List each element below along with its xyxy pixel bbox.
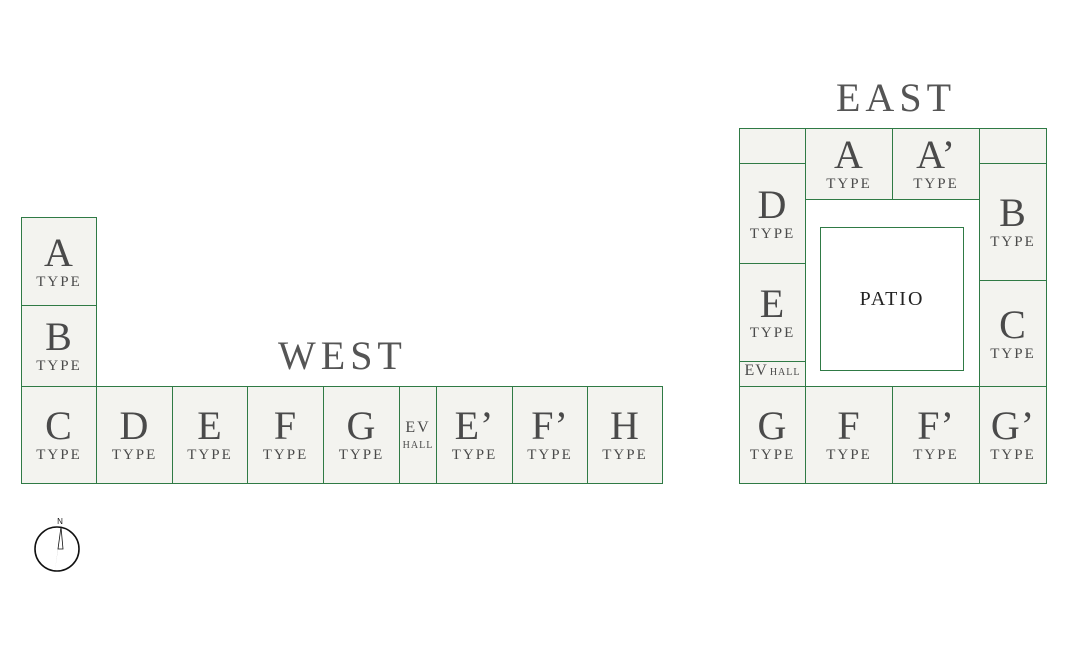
west-unit-h[interactable]: H TYPE bbox=[587, 386, 663, 484]
unit-type-label: TYPE bbox=[36, 273, 82, 290]
unit-letter: B bbox=[999, 190, 1027, 235]
unit-letter: F bbox=[273, 403, 298, 448]
east-unit-a-prime[interactable]: A’ TYPE bbox=[892, 128, 980, 200]
unit-type-label: TYPE bbox=[990, 447, 1036, 463]
west-unit-e[interactable]: E TYPE bbox=[172, 386, 248, 484]
unit-type-label: TYPE bbox=[602, 447, 648, 463]
east-unit-c[interactable]: C TYPE bbox=[979, 280, 1047, 387]
unit-letter: F’ bbox=[917, 403, 955, 448]
west-unit-a[interactable]: A TYPE bbox=[21, 217, 97, 306]
unit-type-label: TYPE bbox=[749, 447, 796, 463]
east-unit-g[interactable]: G TYPE bbox=[739, 386, 806, 484]
unit-type-label: TYPE bbox=[36, 358, 82, 374]
unit-letter: F’ bbox=[531, 403, 569, 448]
unit-type-label: TYPE bbox=[749, 225, 796, 242]
unit-letter: A bbox=[834, 132, 864, 177]
patio[interactable]: PATIO bbox=[820, 227, 964, 371]
unit-type-label: TYPE bbox=[826, 447, 872, 463]
west-unit-d[interactable]: D TYPE bbox=[96, 386, 173, 484]
east-unit-g-prime[interactable]: G’ TYPE bbox=[979, 386, 1047, 484]
unit-letter: A bbox=[44, 229, 74, 275]
unit-type-label: TYPE bbox=[187, 447, 233, 463]
hall-label: HALL bbox=[769, 367, 801, 378]
unit-letter: G’ bbox=[990, 403, 1036, 448]
unit-type-label: TYPE bbox=[990, 345, 1036, 362]
west-unit-e-prime[interactable]: E’ TYPE bbox=[436, 386, 513, 484]
east-unit-e[interactable]: E TYPE bbox=[739, 263, 806, 362]
unit-letter: F bbox=[837, 403, 861, 448]
unit-type-label: TYPE bbox=[749, 324, 796, 341]
unit-type-label: TYPE bbox=[913, 176, 959, 192]
west-unit-b[interactable]: B TYPE bbox=[21, 305, 97, 387]
west-ev-hall[interactable]: EV HALL bbox=[399, 386, 437, 484]
unit-type-label: TYPE bbox=[913, 447, 959, 463]
unit-type-label: TYPE bbox=[527, 447, 573, 463]
east-unit-a[interactable]: A TYPE bbox=[805, 128, 893, 200]
unit-type-label: TYPE bbox=[338, 447, 385, 463]
unit-letter: G bbox=[346, 403, 377, 448]
unit-type-label: TYPE bbox=[451, 447, 498, 463]
west-unit-f[interactable]: F TYPE bbox=[247, 386, 324, 484]
east-unit-f[interactable]: F TYPE bbox=[805, 386, 893, 484]
hall-label: HALL bbox=[402, 439, 434, 451]
unit-letter: H bbox=[610, 403, 640, 448]
unit-letter: D bbox=[119, 403, 150, 448]
east-unit-d[interactable]: D TYPE bbox=[739, 163, 806, 264]
ev-label: EV bbox=[744, 362, 768, 379]
unit-letter: C bbox=[999, 301, 1027, 347]
west-title: WEST bbox=[278, 333, 407, 378]
unit-type-label: TYPE bbox=[111, 447, 158, 463]
west-unit-c[interactable]: C TYPE bbox=[21, 386, 97, 484]
unit-type-label: TYPE bbox=[262, 447, 309, 463]
unit-type-label: TYPE bbox=[36, 447, 82, 463]
east-unit-f-prime[interactable]: F’ TYPE bbox=[892, 386, 980, 484]
unit-letter: C bbox=[45, 403, 73, 448]
east-ev-hall[interactable]: EV HALL bbox=[739, 361, 806, 387]
unit-letter: G bbox=[757, 403, 788, 448]
unit-letter: B bbox=[45, 314, 73, 359]
north-compass-icon: N bbox=[33, 516, 81, 574]
unit-letter: E bbox=[197, 403, 223, 448]
unit-letter: E bbox=[759, 280, 786, 326]
unit-letter: A’ bbox=[916, 132, 956, 177]
west-unit-g[interactable]: G TYPE bbox=[323, 386, 400, 484]
unit-type-label: TYPE bbox=[990, 234, 1036, 250]
unit-letter: D bbox=[757, 181, 788, 227]
east-unit-b[interactable]: B TYPE bbox=[979, 163, 1047, 281]
east-title: EAST bbox=[836, 75, 956, 120]
compass-north-label: N bbox=[57, 517, 63, 526]
ev-label: EV bbox=[405, 418, 431, 436]
unit-type-label: TYPE bbox=[826, 176, 872, 192]
unit-letter: E’ bbox=[454, 403, 495, 448]
west-unit-f-prime[interactable]: F’ TYPE bbox=[512, 386, 588, 484]
